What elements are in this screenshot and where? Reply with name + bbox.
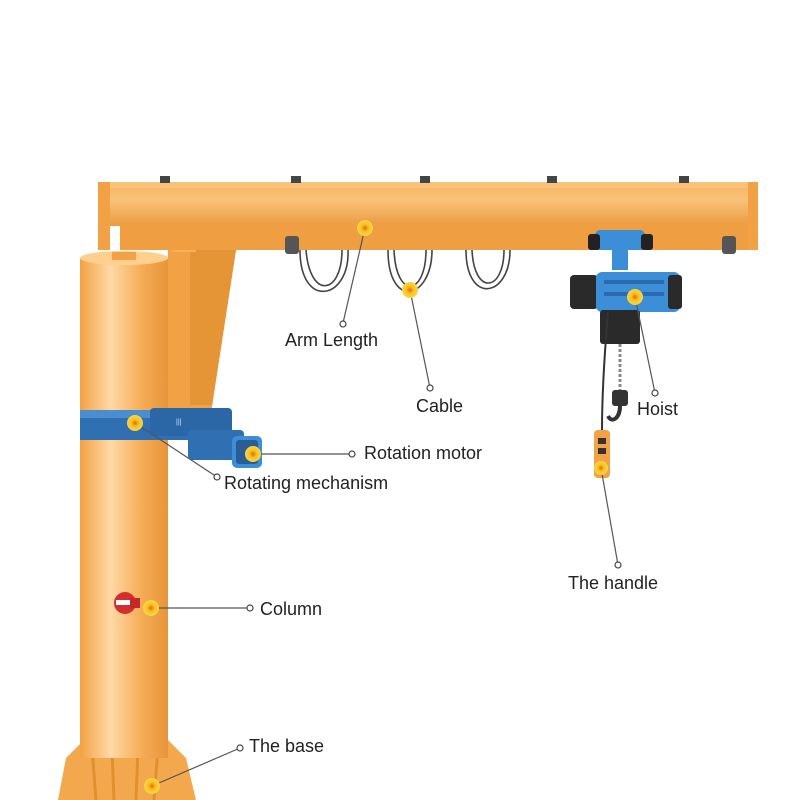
marker-handle [594, 461, 608, 475]
label-the-handle: The handle [568, 573, 658, 593]
leader-end-dots [213, 320, 659, 752]
marker-base [144, 778, 160, 794]
marker-column [143, 600, 159, 616]
arm-support-bracket [168, 222, 280, 420]
marker-rotating-mechanism [127, 415, 143, 431]
markers [127, 220, 643, 794]
label-the-base: The base [249, 736, 324, 756]
label-rotating-mechanism: Rotating mechanism [224, 473, 388, 493]
label-column: Column [260, 599, 322, 619]
labels: Arm Length Cable Hoist Rotation motor Ro… [224, 330, 678, 756]
jib-arm [98, 176, 758, 254]
marker-arm-length [357, 220, 373, 236]
label-arm-length: Arm Length [285, 330, 378, 350]
marker-hoist [627, 289, 643, 305]
label-rotation-motor: Rotation motor [364, 443, 482, 463]
leader-lines [134, 227, 656, 787]
marker-cable [402, 282, 418, 298]
svg-text:|||: ||| [176, 419, 182, 426]
label-cable: Cable [416, 396, 463, 416]
marker-rotation-motor [245, 446, 261, 462]
hoist-assembly [570, 230, 682, 478]
crane-column [80, 251, 168, 758]
label-hoist: Hoist [637, 399, 678, 419]
emergency-switch-icon [114, 592, 140, 614]
